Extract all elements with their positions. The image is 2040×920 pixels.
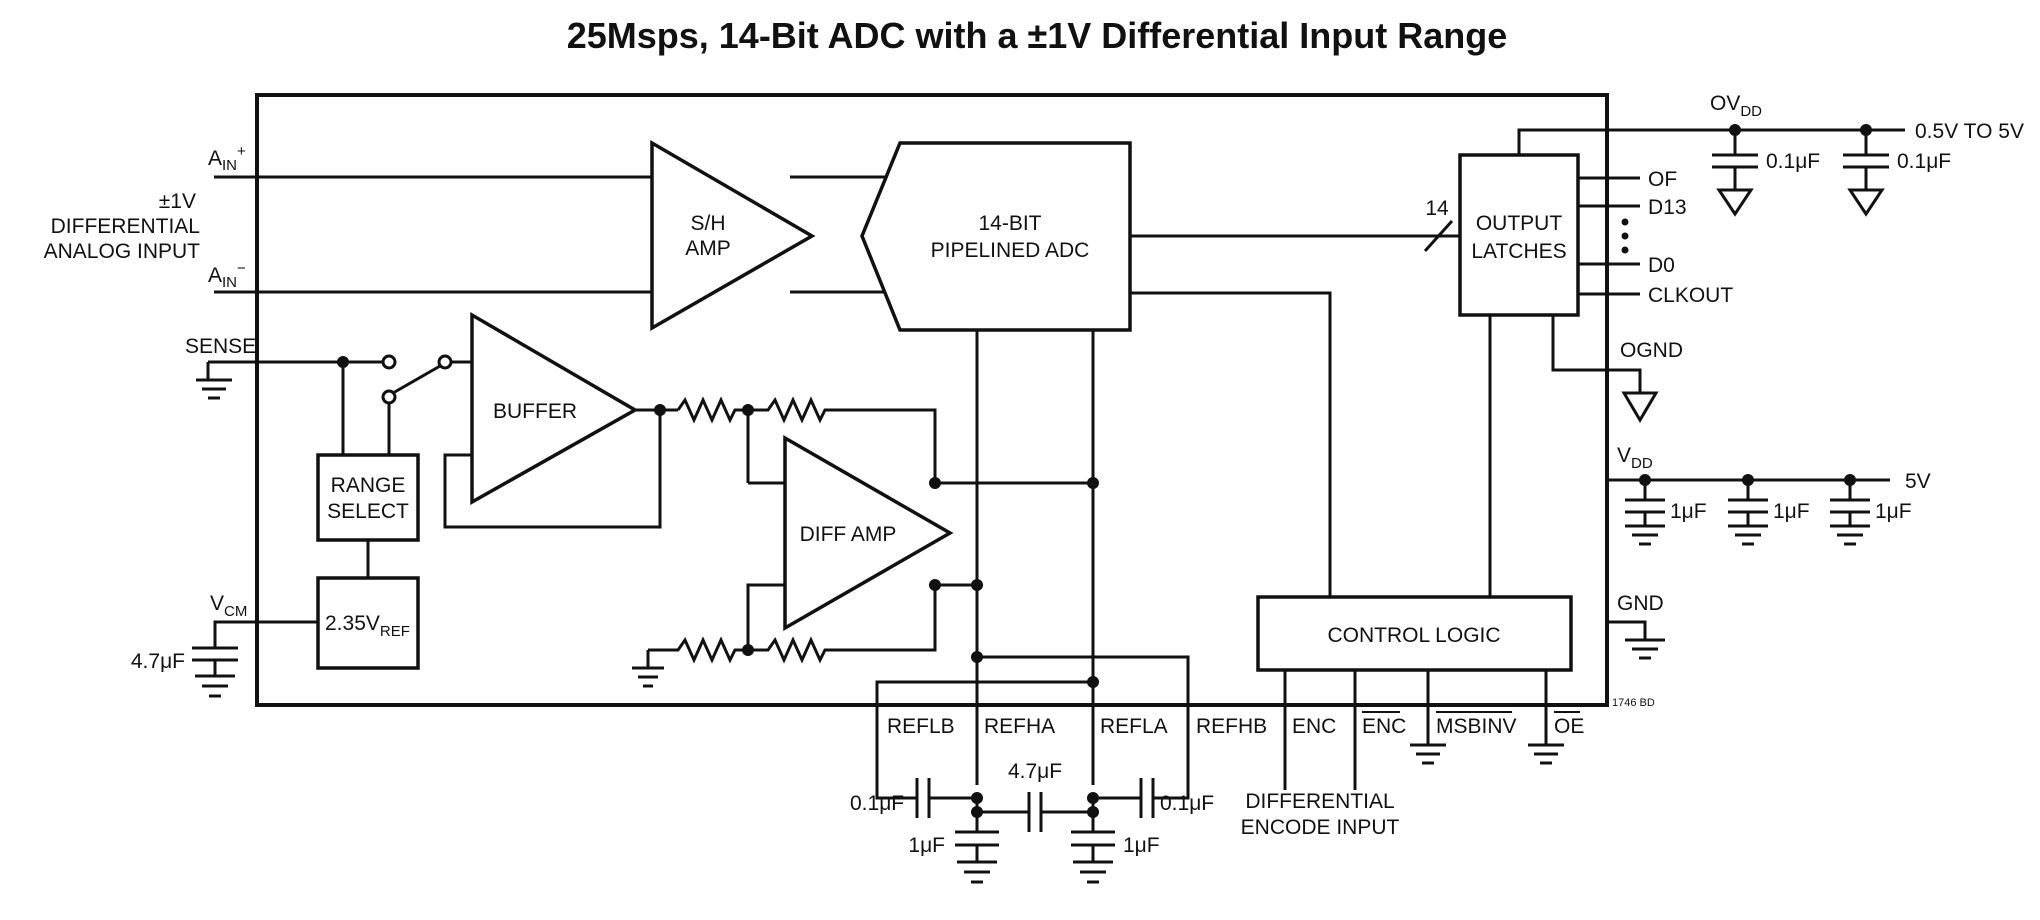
d0-pin-label: D0 <box>1648 254 1675 277</box>
control-logic: CONTROL LOGIC <box>1256 595 1573 672</box>
bus-width-label: 14 <box>1425 197 1449 220</box>
oe-pin-label: OE <box>1554 715 1584 738</box>
pipelined-adc: 14-BIT PIPELINED ADC <box>860 141 1132 332</box>
chip-outline <box>255 93 1609 707</box>
sense-label: SENSE <box>185 335 256 358</box>
range-select-label-1: RANGE <box>331 474 406 497</box>
range-select: RANGE SELECT <box>316 453 420 542</box>
cap-ovdd-2-label: 0.1μF <box>1897 150 1951 173</box>
of-pin-label: OF <box>1648 168 1677 191</box>
voltage-reference: 2.35VREF <box>316 576 420 670</box>
range-select-label-2: SELECT <box>327 500 409 523</box>
sh-amp-label-2: AMP <box>685 237 731 260</box>
encode-label-2: ENCODE INPUT <box>1241 816 1400 839</box>
enc-bar-pin-label: ENC <box>1362 715 1406 738</box>
part-code-label: 1746 BD <box>1612 697 1655 709</box>
ognd-pin: OGND <box>1551 315 1683 423</box>
ovdd-rail: OVDD 0.5V TO 5V 0.1μF 0.1μF <box>1517 92 2024 217</box>
vcm-pin: VCM 4.7μF <box>131 592 318 698</box>
diff-input-label-3: ANALOG INPUT <box>44 240 201 263</box>
reflb-pin-label: REFLB <box>887 715 955 738</box>
analog-input-group: AIN+ AIN− ±1V DIFFERENTIAL ANALOG INPUT <box>44 143 900 294</box>
cap-ref-mid-label: 4.7μF <box>1008 760 1062 783</box>
buffer-amp: BUFFER <box>470 311 639 505</box>
diff-input-label-1: ±1V <box>159 190 196 213</box>
output-latches: OUTPUT LATCHES <box>1458 153 1580 317</box>
gnd-label: GND <box>1617 592 1664 615</box>
cap-vdd-1-label: 1μF <box>1670 500 1707 523</box>
buffer-label: BUFFER <box>493 400 577 423</box>
ain-minus-label: AIN− <box>208 260 246 291</box>
cap-vcm-label: 4.7μF <box>131 650 185 673</box>
d13-pin-label: D13 <box>1648 196 1687 219</box>
vdd-value-label: 5V <box>1905 470 1931 493</box>
ain-plus-label: AIN+ <box>208 143 246 174</box>
vdd-rail: VDD 5V 1μF 1μF 1μF <box>1607 444 1931 546</box>
cap-vdd-3-label: 1μF <box>1875 500 1912 523</box>
cap-ovdd-1-label: 0.1μF <box>1766 150 1820 173</box>
msbinv-pin-label: MSBINV <box>1436 715 1517 738</box>
cap-ref-left-label: 0.1μF <box>850 792 904 815</box>
control-logic-label: CONTROL LOGIC <box>1327 624 1500 647</box>
output-latches-label-2: LATCHES <box>1471 240 1566 263</box>
diff-amp: DIFF AMP <box>783 434 954 632</box>
sh-amp-label-1: S/H <box>690 212 725 235</box>
sense-pin: SENSE <box>185 335 385 400</box>
ovdd-label: OVDD <box>1710 92 1762 120</box>
cap-ref-right-1uf-label: 1μF <box>1123 834 1160 857</box>
adc-label-1: 14-BIT <box>978 212 1041 235</box>
clkout-pin-label: CLKOUT <box>1648 284 1733 307</box>
cap-vdd-2-label: 1μF <box>1773 500 1810 523</box>
vcm-label: VCM <box>210 592 247 620</box>
diff-input-label-2: DIFFERENTIAL <box>51 215 200 238</box>
cap-ref-right-label: 0.1μF <box>1160 792 1214 815</box>
gnd-pin: GND <box>1607 592 1665 660</box>
ognd-label: OGND <box>1620 339 1683 362</box>
ovdd-range-label: 0.5V TO 5V <box>1915 120 2024 143</box>
output-latches-label-1: OUTPUT <box>1476 212 1563 235</box>
cap-ref-left-1uf-label: 1μF <box>908 834 945 857</box>
adc-label-2: PIPELINED ADC <box>931 239 1090 262</box>
diff-amp-label: DIFF AMP <box>800 523 897 546</box>
diagram-title: 25Msps, 14-Bit ADC with a ±1V Differenti… <box>567 15 1508 56</box>
vref-label: 2.35VREF <box>325 612 410 640</box>
refha-pin-label: REFHA <box>984 715 1055 738</box>
sh-amp: S/H AMP <box>650 139 816 332</box>
enc-pin-label: ENC <box>1292 715 1336 738</box>
refhb-pin-label: REFHB <box>1196 715 1267 738</box>
vdd-label: VDD <box>1617 444 1653 472</box>
refla-pin-label: REFLA <box>1100 715 1168 738</box>
encode-label-1: DIFFERENTIAL <box>1245 790 1394 813</box>
